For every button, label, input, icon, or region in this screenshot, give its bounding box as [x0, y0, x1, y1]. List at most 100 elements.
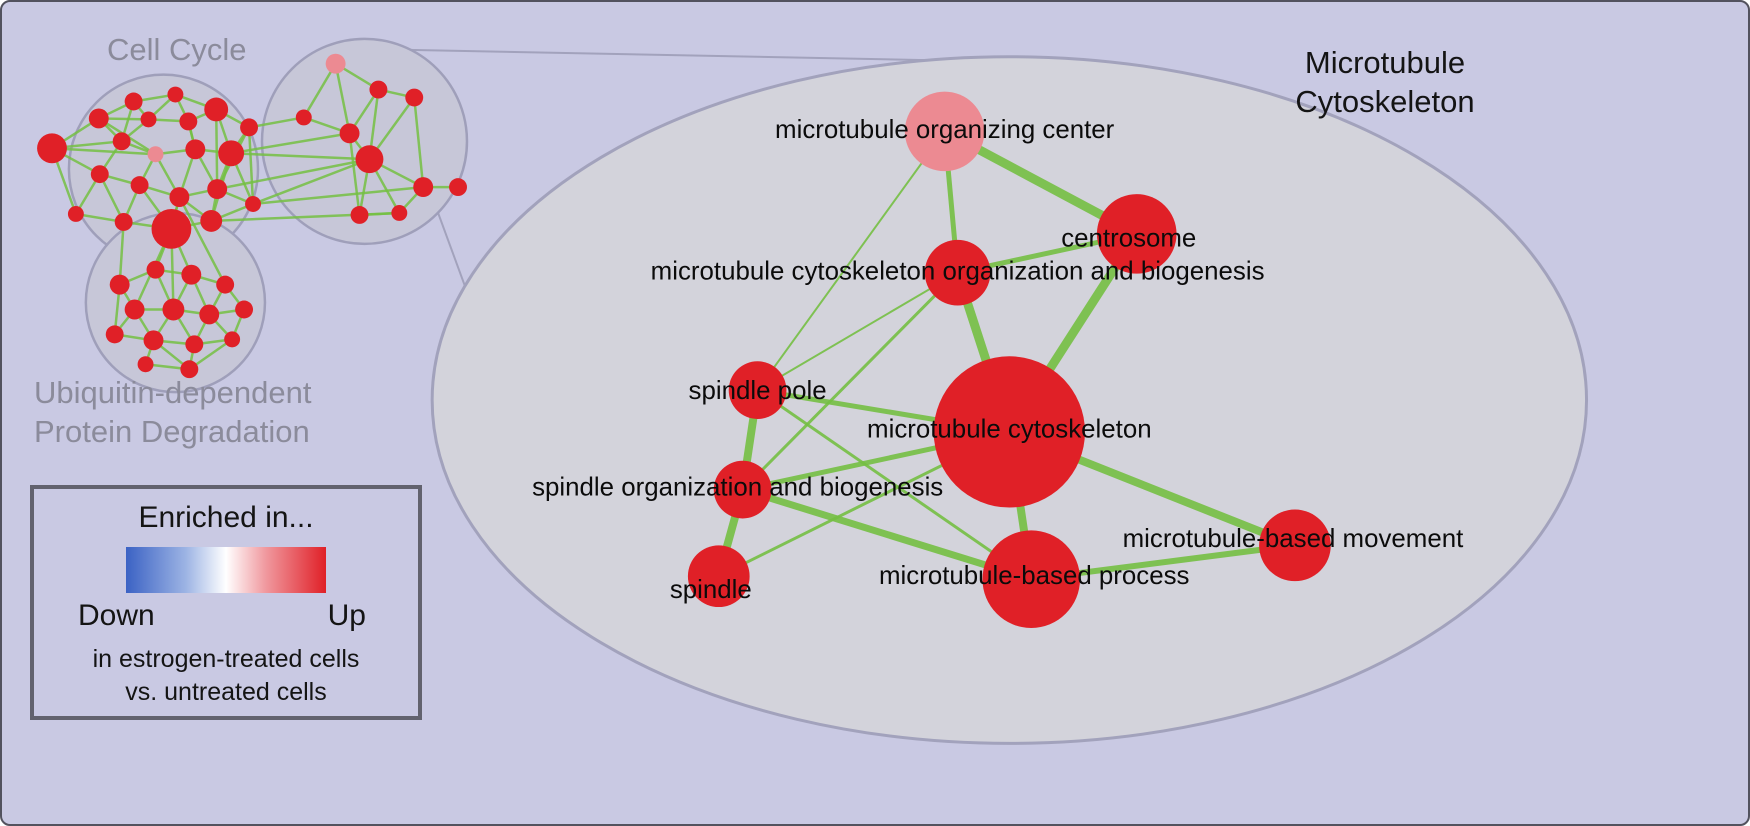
- mini-node: [350, 206, 369, 224]
- mini-node: [200, 209, 223, 232]
- mini-edge: [230, 132, 350, 155]
- mini-node: [143, 330, 164, 351]
- node-label-spindle-pole: spindle pole: [689, 377, 827, 405]
- legend-up-label: Up: [327, 599, 366, 632]
- mini-node: [90, 165, 109, 184]
- mini-node: [124, 299, 145, 320]
- mini-edge: [252, 158, 370, 206]
- mini-node: [180, 360, 199, 379]
- node-label-centrosome: centrosome: [1061, 225, 1196, 253]
- edge-spindle-pole--microtubule-based-process: [756, 388, 1033, 581]
- mini-node: [216, 275, 235, 294]
- cluster-label-ubiquitin-line1: Ubiquitin-dependent: [34, 375, 312, 410]
- mini-node: [179, 112, 198, 131]
- edge-microtubule-cytoskeleton-organization-and-biogenesis--spindle-organization-and-biogenesis: [741, 271, 959, 491]
- mini-node: [355, 145, 384, 174]
- mini-node: [245, 196, 261, 212]
- mini-node: [167, 86, 184, 103]
- mini-node: [105, 325, 124, 344]
- node-centrosome: [1096, 194, 1177, 274]
- mini-node: [185, 139, 206, 160]
- mini-edge: [252, 185, 424, 206]
- mini-node: [67, 206, 84, 222]
- cluster-label-ubiquitin: Ubiquitin-dependent Protein Degradation: [34, 374, 312, 452]
- mini-node: [339, 123, 360, 144]
- mini-node: [151, 208, 192, 249]
- legend-title: Enriched in...: [138, 501, 314, 534]
- mini-edge: [51, 147, 156, 156]
- node-microtubule-organizing-center: [904, 91, 985, 172]
- mini-node: [207, 179, 228, 200]
- mini-node: [224, 331, 241, 348]
- mini-node: [112, 132, 131, 151]
- node-microtubule-based-movement: [1259, 509, 1331, 582]
- node-label-spindle: spindle: [670, 576, 752, 604]
- mini-node: [109, 274, 130, 295]
- cluster-label-cell-cycle: Cell Cycle: [107, 32, 247, 67]
- legend-gradient-bar: [126, 547, 326, 593]
- mini-node: [405, 88, 424, 107]
- node-label-microtubule-cytoskeleton-organization-and-biogenesis: microtubule cytoskeleton organization an…: [651, 258, 1265, 286]
- mini-node: [169, 187, 190, 208]
- mini-edge: [231, 152, 370, 161]
- mini-node: [140, 111, 157, 128]
- node-microtubule-cytoskeleton: [933, 356, 1085, 508]
- mini-edge: [248, 116, 305, 129]
- mini-edge: [118, 221, 125, 285]
- mini-edge: [348, 133, 361, 216]
- mini-node: [137, 356, 154, 373]
- node-label-microtubule-organizing-center: microtubule organizing center: [775, 116, 1115, 144]
- legend: Enriched in... Down Up in estrogen-treat…: [30, 485, 422, 720]
- mini-edge: [178, 196, 227, 286]
- mini-node: [369, 80, 388, 99]
- edge-spindle-organization-and-biogenesis--microtubule-based-process: [741, 486, 1033, 583]
- detail-title-line2: Cytoskeleton: [1295, 83, 1475, 119]
- legend-axis-labels: Down Up: [34, 599, 418, 633]
- mini-node: [162, 298, 185, 321]
- node-spindle-pole: [728, 361, 787, 419]
- mini-node: [218, 140, 245, 167]
- legend-subtitle-line2: vs. untreated cells: [125, 677, 327, 706]
- edge-microtubule-cytoskeleton-organization-and-biogenesis--spindle-pole: [757, 271, 959, 391]
- mini-edge: [214, 109, 219, 190]
- node-microtubule-cytoskeleton-organization-and-biogenesis: [924, 239, 991, 306]
- mini-node: [199, 304, 220, 325]
- mini-node: [130, 176, 149, 195]
- mini-node: [240, 118, 259, 137]
- detail-title-line1: Microtubule: [1304, 45, 1466, 80]
- zoom-cone-line: [402, 48, 958, 62]
- node-spindle: [687, 545, 750, 608]
- node-microtubule-based-process: [982, 530, 1081, 628]
- node-spindle-organization-and-biogenesis: [713, 460, 772, 519]
- node-label-microtubule-based-movement: microtubule-based movement: [1123, 525, 1464, 553]
- mini-node: [391, 205, 408, 221]
- mini-edge: [247, 127, 255, 205]
- cluster-label-microtubule-cytoskeleton: Microtubule Cytoskeleton: [1260, 44, 1510, 122]
- mini-node: [295, 109, 312, 126]
- mini-node: [88, 108, 109, 129]
- mini-edge: [216, 158, 370, 191]
- mini-edge: [302, 63, 337, 119]
- node-label-microtubule-cytoskeleton: microtubule cytoskeleton: [867, 416, 1152, 444]
- mini-node: [185, 335, 204, 354]
- mini-node: [413, 177, 434, 198]
- edge-microtubule-organizing-center--spindle-pole: [756, 130, 946, 391]
- mini-edge: [334, 63, 351, 134]
- node-label-microtubule-based-process: microtubule-based process: [879, 562, 1189, 590]
- mini-node: [325, 53, 346, 74]
- mini-edge: [413, 97, 425, 188]
- legend-down-label: Down: [78, 599, 155, 632]
- node-label-spindle-organization-and-biogenesis: spindle organization and biogenesis: [532, 473, 943, 501]
- mini-node: [146, 260, 165, 279]
- mini-node: [147, 146, 164, 163]
- legend-subtitle: in estrogen-treated cells vs. untreated …: [34, 643, 418, 708]
- legend-subtitle-line1: in estrogen-treated cells: [92, 645, 360, 673]
- cluster-label-ubiquitin-line2: Protein Degradation: [34, 413, 310, 449]
- mini-node: [114, 212, 133, 231]
- mini-node: [235, 300, 254, 319]
- mini-node: [204, 97, 229, 122]
- mini-node: [181, 264, 202, 285]
- mini-node: [124, 92, 143, 111]
